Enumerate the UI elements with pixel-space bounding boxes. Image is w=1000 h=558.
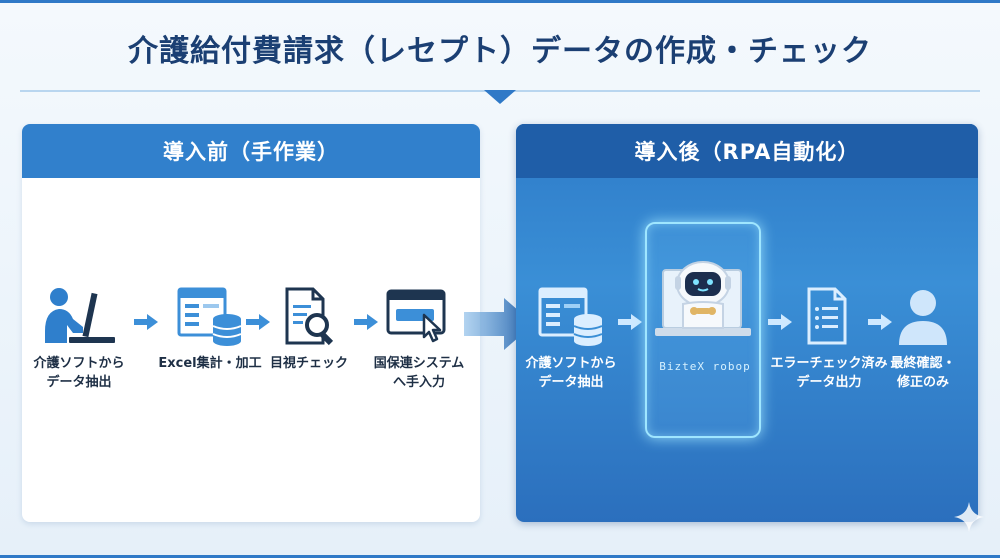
before-step-manual-input-label: 国保連システム へ手入力 bbox=[373, 356, 465, 390]
after-step-extract-label: 介護ソフトから データ抽出 bbox=[525, 356, 617, 390]
flow-arrow-icon bbox=[246, 314, 270, 330]
sparkle-icon bbox=[954, 502, 984, 532]
before-step-visual-check: 目視チェック bbox=[254, 282, 364, 373]
before-step-extract-label: 介護ソフトから データ抽出 bbox=[33, 356, 125, 390]
after-panel-heading: 導入後（RPA自動化） bbox=[516, 124, 978, 178]
before-step-excel: Excel集計・加工 bbox=[150, 282, 270, 373]
flow-arrow-icon bbox=[768, 314, 792, 330]
after-step-final-check-label: 最終確認・ 修正のみ bbox=[890, 356, 956, 390]
before-step-excel-label: Excel集計・加工 bbox=[158, 356, 262, 371]
robot-laptop-icon bbox=[655, 261, 751, 336]
flow-arrow-icon bbox=[354, 314, 378, 330]
after-step-extract: 介護ソフトから データ抽出 bbox=[516, 282, 626, 392]
flow-arrow-icon bbox=[618, 314, 642, 330]
robot-brand-label: BizteX robop bbox=[659, 360, 751, 373]
person-icon bbox=[868, 282, 978, 352]
person-computer-icon bbox=[24, 282, 134, 352]
browser-click-icon bbox=[364, 282, 474, 352]
flow-arrow-icon bbox=[868, 314, 892, 330]
spreadsheet-database-icon bbox=[516, 282, 626, 352]
title-notch-arrow bbox=[484, 90, 516, 104]
before-panel: 導入前（手作業） 介護ソフトから データ抽出 bbox=[22, 124, 480, 522]
after-step-final-check: 最終確認・ 修正のみ bbox=[868, 282, 978, 392]
flow-arrow-icon bbox=[134, 314, 158, 330]
robot-card: BizteX robop bbox=[645, 222, 761, 438]
after-panel: 導入後（RPA自動化） 介護ソフトから データ抽出 bbox=[516, 124, 978, 522]
document-magnifier-icon bbox=[254, 282, 364, 352]
before-step-extract: 介護ソフトから データ抽出 bbox=[24, 282, 134, 392]
page-title: 介護給付費請求（レセプト）データの作成・チェック bbox=[128, 34, 872, 69]
before-panel-heading: 導入前（手作業） bbox=[22, 124, 480, 178]
before-step-visual-check-label: 目視チェック bbox=[269, 356, 348, 371]
after-step-error-checked-output: エラーチェック済み データ出力 bbox=[764, 282, 894, 392]
after-step-error-checked-output-label: エラーチェック済み データ出力 bbox=[770, 356, 888, 390]
spreadsheet-database-icon bbox=[150, 282, 270, 352]
document-list-icon bbox=[764, 282, 894, 352]
before-step-manual-input: 国保連システム へ手入力 bbox=[364, 282, 474, 392]
